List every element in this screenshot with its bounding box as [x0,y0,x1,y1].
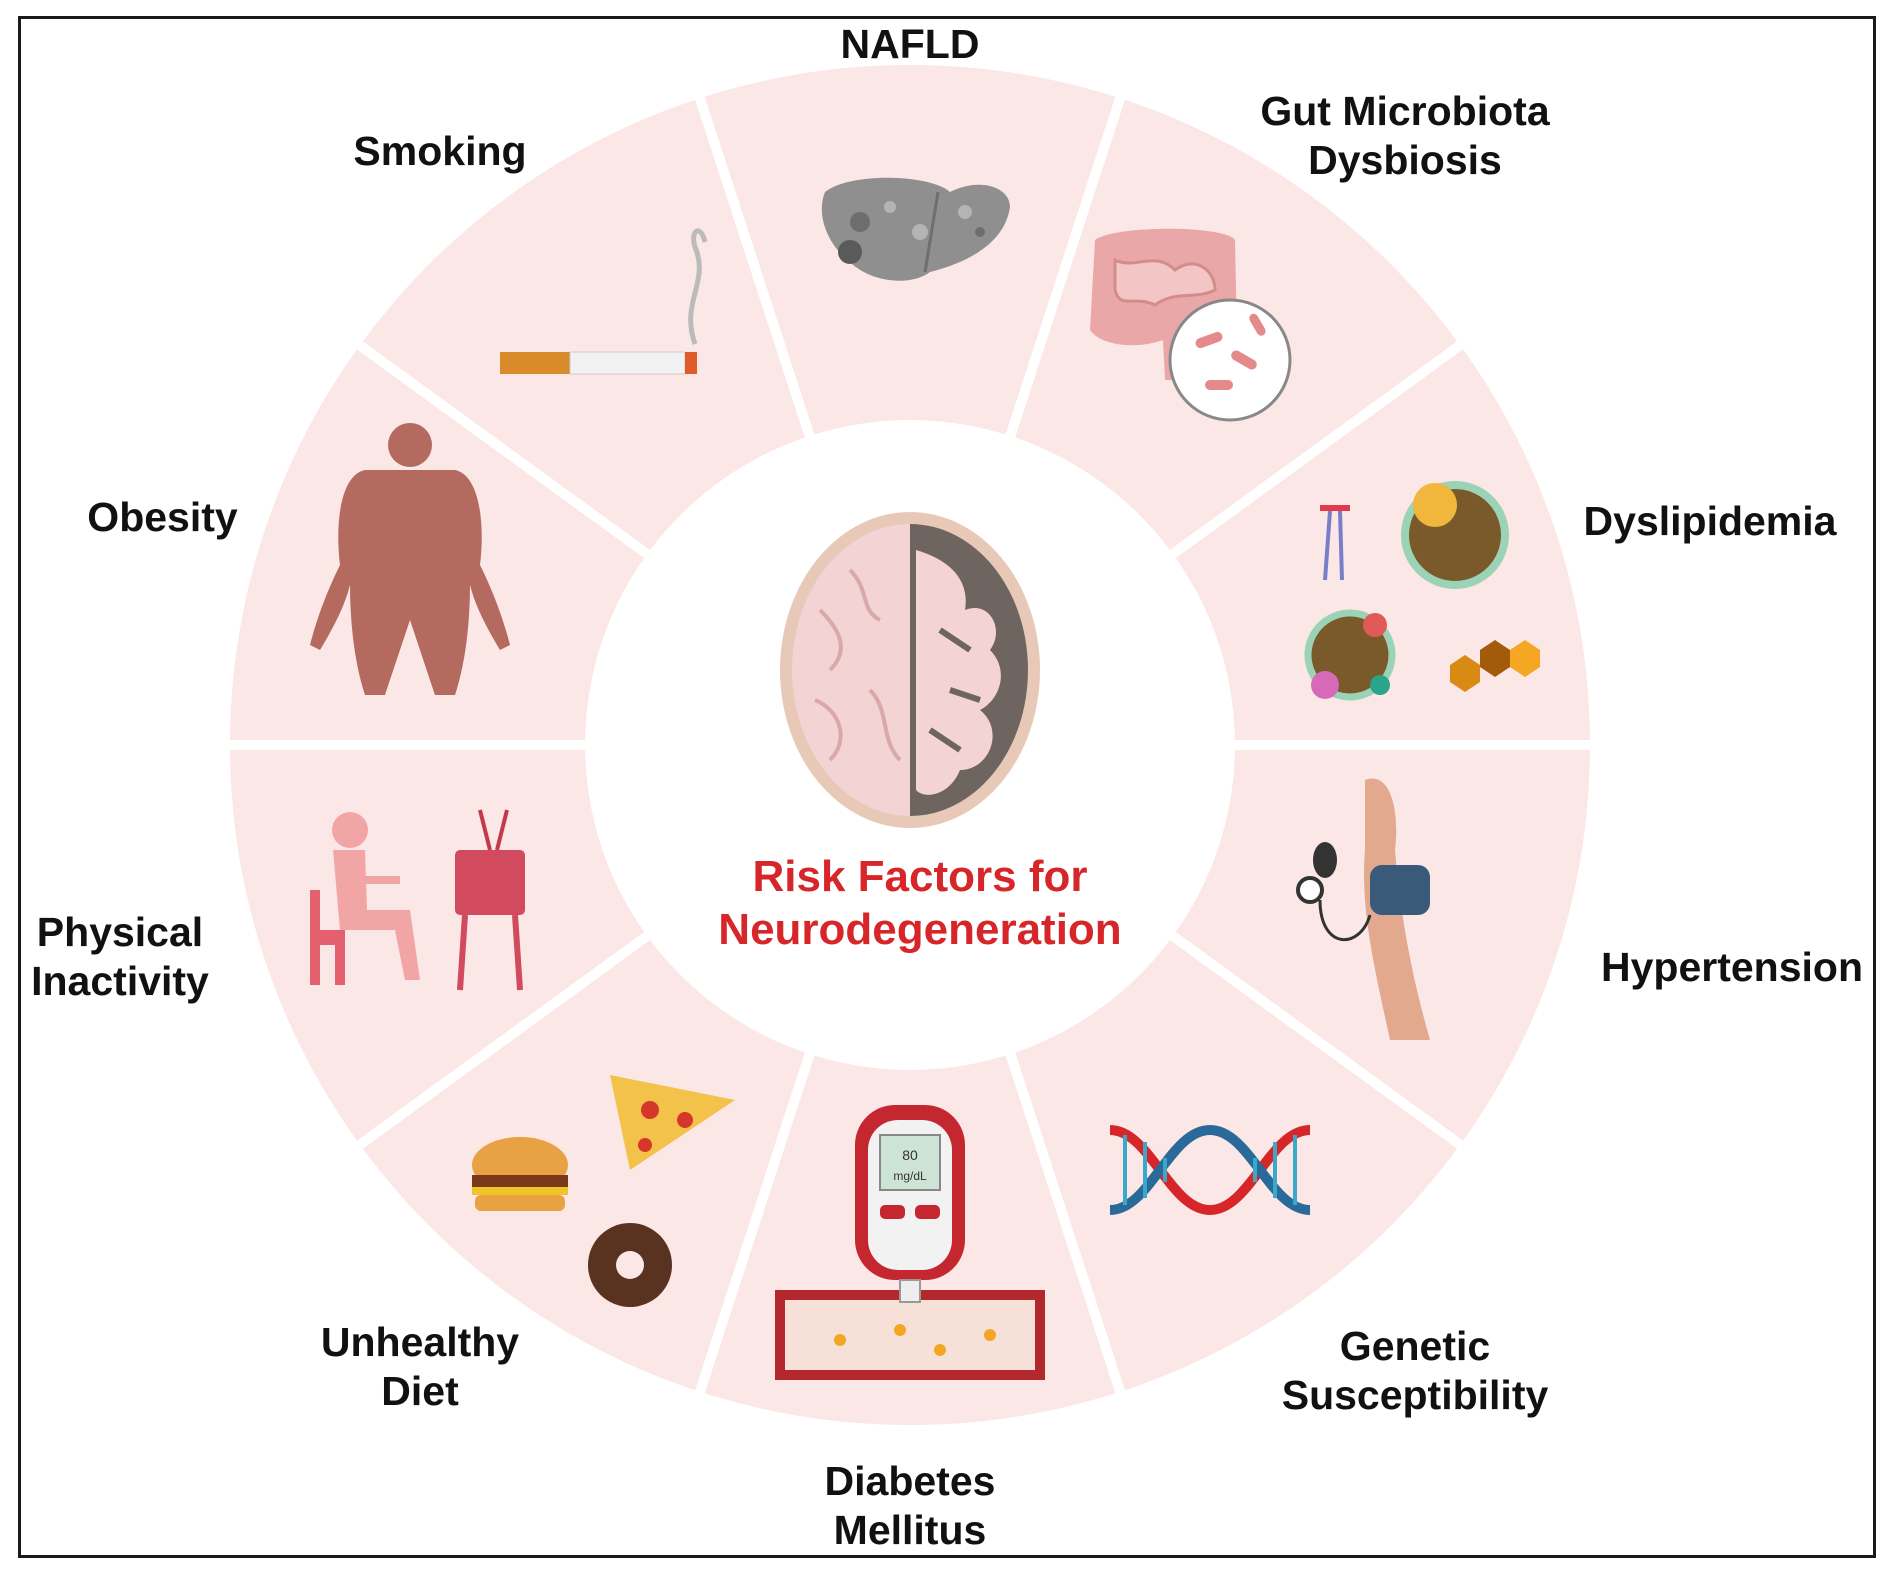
label-obesity: Obesity [87,494,238,540]
intestine-bacteria-icon [1090,228,1292,422]
junk-food-icon [472,1075,735,1307]
label-hypertension: Hypertension [1601,944,1863,990]
tv-watching-icon [310,809,525,991]
glucometer-value: 80 [902,1147,918,1163]
center-title-line1: Risk Factors for [752,852,1088,901]
label-dyslipidemia: Dyslipidemia [1583,498,1837,544]
label-gut-microbiota-dysbiosis: Gut Microbiota Dysbiosis [1260,88,1550,183]
obese-body-icon [310,423,510,695]
label-physical-inactivity: Physical Inactivity [31,909,209,1004]
liver-icon [821,177,1010,281]
dna-icon [1109,1124,1311,1216]
label-unhealthy-diet: Unhealthy Diet [320,1319,520,1414]
cigarette-icon [500,228,708,375]
glucometer-icon: 80 mg/dL [775,1105,1045,1380]
label-diabetes-mellitus: Diabetes Mellitus [824,1458,996,1553]
lipoprotein-icon [1304,481,1540,701]
label-smoking: Smoking [353,128,527,174]
segment-diabetes [693,740,1127,1435]
label-nafld: NAFLD [840,21,980,67]
center-title-line2: Neurodegeneration [718,905,1122,954]
brain-icon [780,512,1040,828]
center-title: Risk Factors for Neurodegeneration [680,850,1160,956]
glucometer-unit: mg/dL [893,1169,927,1183]
segment-nafld [693,55,1127,750]
label-genetic-susceptibility: Genetic Susceptibility [1281,1323,1549,1418]
